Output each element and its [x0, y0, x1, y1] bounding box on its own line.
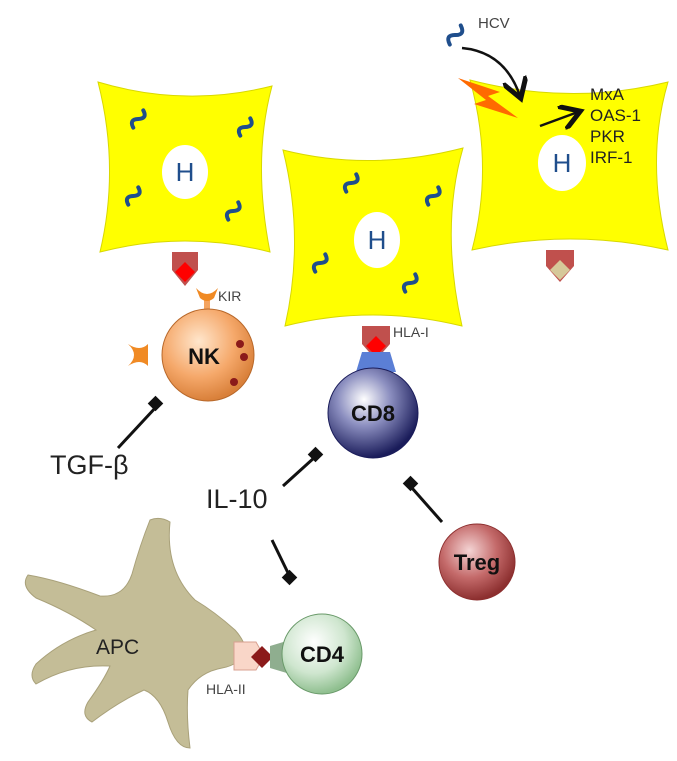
hcv-virus-icon [124, 108, 254, 222]
gene-label: IRF-1 [590, 148, 633, 167]
apc-body [24, 517, 247, 749]
hepatocyte-middle: H [282, 147, 464, 372]
granule-icon [236, 340, 244, 348]
nucleus-label: H [368, 225, 387, 255]
gene-label: OAS-1 [590, 106, 641, 125]
tcr-receptor [356, 352, 396, 372]
cd8-label: CD8 [351, 401, 395, 426]
cd4-cell: CD4 [281, 613, 363, 695]
cd4-label: CD4 [300, 642, 345, 667]
nk-label: NK [188, 344, 220, 369]
hla-i-label: HLA-I [393, 324, 429, 340]
hepatocyte-left: H [97, 81, 273, 286]
apc-label: APC [96, 636, 139, 659]
granule-icon [230, 378, 238, 386]
treg-cd8-inhibition-line [410, 487, 444, 523]
hcv-virus-icon [446, 23, 465, 47]
hepatocyte-middle-nucleus [354, 212, 400, 268]
inhibition-bar-icon [147, 395, 164, 412]
treg-label: Treg [454, 550, 500, 575]
tgf-beta-label: TGF-β [50, 450, 129, 480]
apc-cell: APC [24, 517, 247, 749]
signal-bolt-icon [458, 78, 518, 118]
treg-cell: Treg [438, 523, 516, 601]
antigen-diamond [175, 262, 195, 282]
il10-cd4-inhibition-line [270, 539, 292, 578]
hepatocyte-left-nucleus [162, 145, 208, 199]
hcv-entry-arrow [461, 46, 520, 96]
granule-icon [240, 353, 248, 361]
hcv-virus-icon [311, 172, 442, 294]
interferon-genes-list: MxA OAS-1 PKR IRF-1 [590, 85, 641, 167]
kir-label: KIR [218, 288, 241, 304]
il10-label: IL-10 [206, 484, 268, 514]
hepatocyte-right-nucleus [538, 135, 586, 191]
antigen-diamond [251, 646, 273, 668]
cd8-cell: CD8 [327, 367, 419, 459]
nucleus-label: H [176, 157, 195, 187]
nk-side-receptor-icon [128, 344, 148, 366]
nucleus-label: H [553, 148, 572, 178]
hcv-label: HCV [478, 15, 510, 32]
inhibition-bar-icon [281, 569, 298, 586]
hla-ii-label: HLA-II [206, 681, 246, 697]
nk-cell: NK [128, 308, 255, 402]
gene-label: PKR [590, 127, 625, 146]
inhibition-bar-icon [402, 475, 419, 492]
empty-hla-diamond [550, 260, 570, 280]
gene-label: MxA [590, 85, 625, 104]
hepatocyte-right: H [469, 79, 669, 282]
antigen-diamond [366, 336, 386, 356]
kir-receptor-icon [196, 288, 218, 310]
il10-cd8-inhibition-line [281, 455, 317, 488]
tgf-beta-inhibition-line [116, 404, 159, 450]
gene-induction-arrow [539, 112, 578, 126]
